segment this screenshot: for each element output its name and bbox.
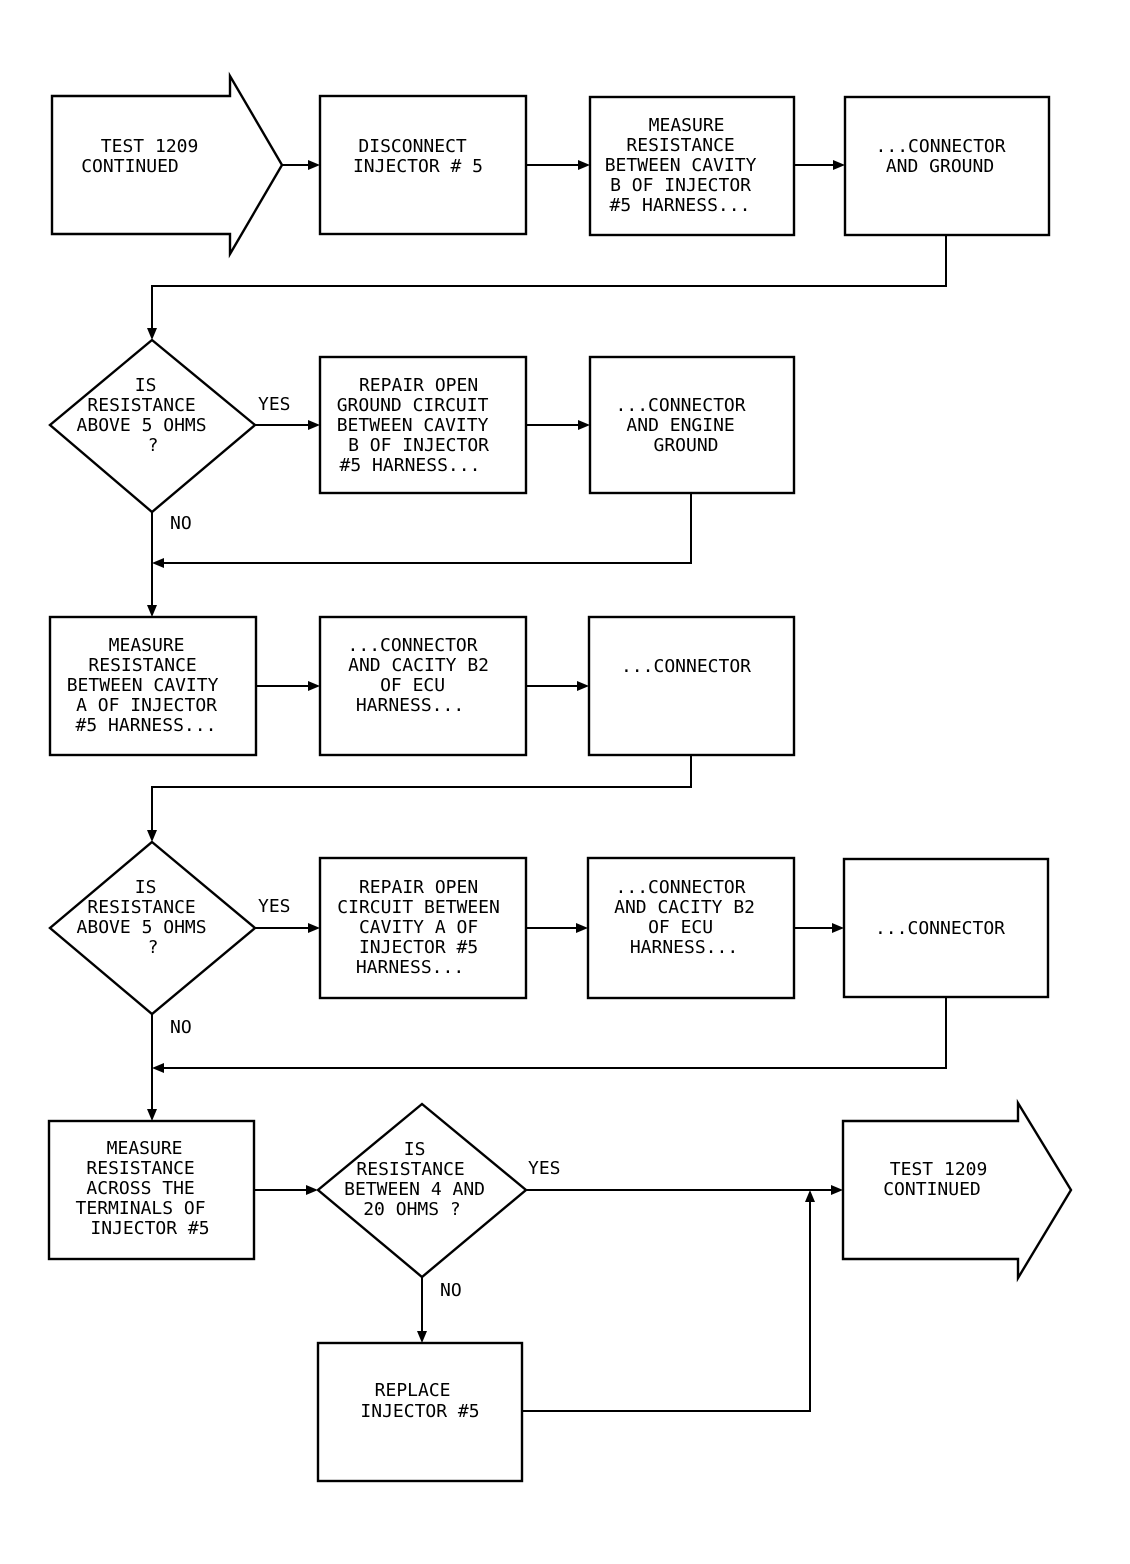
connectors: YES NO (147, 160, 947, 1412)
connector-label-2: ...CONNECTOR (875, 918, 1005, 939)
decision-2-label: IS RESISTANCE ABOVE 5 OHMS ? (77, 877, 218, 958)
connector-box-1: ...CONNECTOR (587, 615, 796, 757)
edge-conn-engine-merge (152, 493, 692, 568)
edge-repair-ground-to-conn-engine (526, 420, 590, 430)
repair-open-circuit-box: REPAIR OPEN CIRCUIT BETWEEN CAVITY A OF … (318, 856, 528, 1000)
measure-cavity-a-box: MEASURE RESISTANCE BETWEEN CAVITY A OF I… (48, 615, 258, 757)
edge-conn-1-to-decision-2 (147, 755, 692, 842)
connector-cavity-b2-label-2: ...CONNECTOR AND CACITY B2 OF ECU HARNES… (614, 877, 766, 958)
connector-and-ground-box: ...CONNECTOR AND GROUND (843, 95, 1051, 237)
edge-conn-ground-to-decision-1 (147, 235, 947, 340)
decision-3-no-label: NO (440, 1280, 462, 1301)
decision-2-no-label: NO (170, 1017, 192, 1038)
connector-engine-ground-box: ...CONNECTOR AND ENGINE GROUND (588, 355, 796, 495)
start-arrow: TEST 1209 CONTINUED (50, 71, 284, 259)
edge-decision-1-yes (255, 420, 320, 430)
decision-3-yes-label: YES (528, 1158, 561, 1179)
replace-injector-box: REPLACE INJECTOR #5 (316, 1341, 524, 1483)
edge-repair-open-to-conn-b2 (526, 923, 588, 933)
decision-2-diamond: IS RESISTANCE ABOVE 5 OHMS ? (48, 840, 257, 1016)
decision-1-no-label: NO (170, 513, 192, 534)
edge-conn-b2-to-conn-1 (526, 681, 589, 691)
measure-cavity-b-box: MEASURE RESISTANCE BETWEEN CAVITY B OF I… (588, 95, 796, 237)
connector-box-2: ...CONNECTOR (842, 857, 1050, 999)
edge-replace-to-end (522, 1190, 815, 1412)
start-label: TEST 1209 CONTINUED (81, 136, 209, 177)
end-label: TEST 1209 CONTINUED (883, 1159, 998, 1200)
repair-ground-circuit-box: REPAIR OPEN GROUND CIRCUIT BETWEEN CAVIT… (318, 355, 528, 495)
repair-ground-circuit-label: REPAIR OPEN GROUND CIRCUIT BETWEEN CAVIT… (337, 375, 500, 476)
measure-terminals-box: MEASURE RESISTANCE ACROSS THE TERMINALS … (47, 1119, 256, 1261)
repair-open-circuit-label: REPAIR OPEN CIRCUIT BETWEEN CAVITY A OF … (337, 877, 510, 978)
measure-terminals-label: MEASURE RESISTANCE ACROSS THE TERMINALS … (76, 1138, 217, 1239)
edge-decision-1-no (147, 512, 157, 617)
end-arrow: TEST 1209 CONTINUED (841, 1098, 1073, 1283)
decision-2-yes-label: YES (258, 896, 291, 917)
edge-decision-2-yes (255, 923, 320, 933)
connector-label-1: ...CONNECTOR (621, 656, 751, 677)
edge-start-to-disconnect (282, 160, 320, 170)
decision-3-label: IS RESISTANCE BETWEEN 4 AND 20 OHMS ? (344, 1139, 496, 1220)
edge-measure-terminals-to-decision-3 (254, 1185, 318, 1195)
decision-1-label: IS RESISTANCE ABOVE 5 OHMS ? (77, 375, 218, 456)
measure-cavity-a-label: MEASURE RESISTANCE BETWEEN CAVITY A OF I… (67, 635, 230, 736)
disconnect-injector-box: DISCONNECT INJECTOR # 5 (318, 94, 528, 236)
disconnect-label: DISCONNECT INJECTOR # 5 (353, 136, 483, 177)
connector-cavity-b2-box-1: ...CONNECTOR AND CACITY B2 OF ECU HARNES… (318, 615, 528, 757)
connector-cavity-b2-label-1: ...CONNECTOR AND CACITY B2 OF ECU HARNES… (348, 635, 500, 716)
edge-decision-3-yes (526, 1185, 843, 1195)
edge-decision-2-no (147, 1014, 157, 1121)
connector-engine-ground-label: ...CONNECTOR AND ENGINE GROUND (616, 395, 757, 456)
connector-and-ground-label: ...CONNECTOR AND GROUND (876, 136, 1017, 177)
edge-disconnect-to-measure-b (526, 160, 590, 170)
edge-conn-2-merge (152, 997, 947, 1073)
measure-cavity-b-label: MEASURE RESISTANCE BETWEEN CAVITY B OF I… (605, 115, 768, 216)
edge-conn-b2-to-conn-2 (794, 923, 844, 933)
decision-1-diamond: IS RESISTANCE ABOVE 5 OHMS ? (48, 338, 257, 514)
connector-cavity-b2-box-2: ...CONNECTOR AND CACITY B2 OF ECU HARNES… (586, 856, 796, 1000)
edge-decision-3-no (417, 1277, 427, 1343)
decision-1-yes-label: YES (258, 394, 291, 415)
replace-injector-label: REPLACE INJECTOR #5 (360, 1380, 479, 1422)
edge-measure-a-to-conn-b2 (256, 681, 320, 691)
decision-3-diamond: IS RESISTANCE BETWEEN 4 AND 20 OHMS ? (316, 1102, 528, 1279)
edge-measure-b-to-conn-ground (794, 160, 845, 170)
